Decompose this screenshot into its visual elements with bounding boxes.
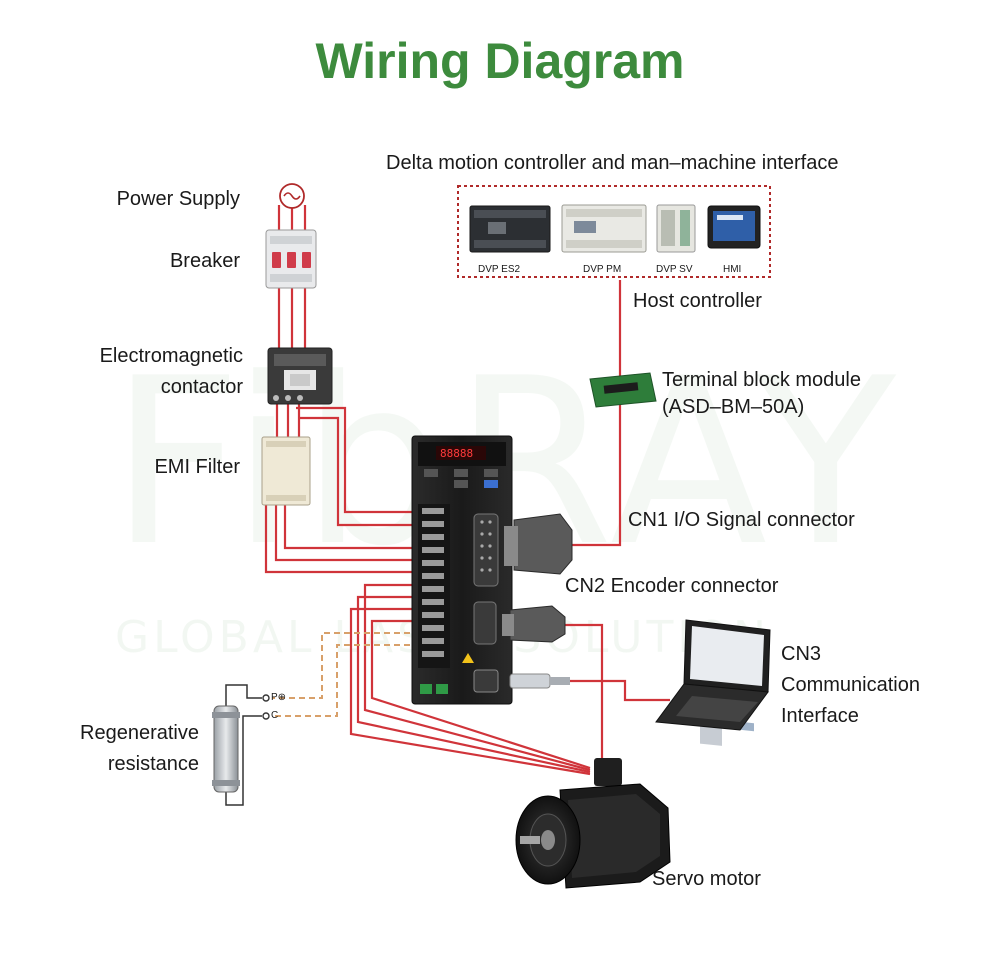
regen-resistor-icon — [212, 694, 270, 793]
label-terminal-line1: Terminal block module — [662, 369, 861, 391]
dvp-es2-icon — [469, 205, 551, 253]
label-terminal-p: P⊕ — [271, 692, 287, 703]
servo-drive-icon: 88888 — [411, 435, 513, 705]
label-regen-line1: Regenerative — [80, 722, 199, 744]
label-host-controller: Host controller — [633, 290, 762, 312]
label-terminal-line2: (ASD–BM–50A) — [662, 396, 805, 418]
dvp-sv-icon — [656, 204, 696, 253]
label-regen-line2: resistance — [107, 753, 199, 775]
label-terminal-c: C — [271, 710, 279, 721]
label-contactor-line1: Electromagnetic — [99, 345, 243, 367]
servo-motor-icon — [515, 758, 671, 889]
label-device-dvp-sv: DVP SV — [656, 264, 693, 275]
ac-source-icon — [279, 183, 305, 209]
terminal-block-icon — [589, 372, 657, 408]
cn3-usb-plug-icon — [509, 673, 570, 689]
cn1-plug-icon — [504, 513, 573, 575]
label-cn3-line2: Communication — [781, 674, 920, 696]
label-device-hmi: HMI — [723, 264, 742, 275]
svg-text:88888: 88888 — [440, 447, 473, 460]
contactor-icon — [267, 347, 333, 405]
label-emi-filter: EMI Filter — [154, 456, 240, 478]
label-contactor-line2: contactor — [160, 376, 243, 398]
emi-filter-icon — [261, 436, 311, 506]
label-breaker: Breaker — [169, 250, 240, 272]
label-device-dvp-pm: DVP PM — [583, 264, 622, 275]
cn2-plug-icon — [502, 605, 566, 643]
label-cn2: CN2 Encoder connector — [565, 575, 779, 597]
hmi-icon — [707, 205, 761, 249]
power-wires — [264, 205, 670, 776]
laptop-icon — [655, 619, 771, 746]
label-delta-header: Delta motion controller and man–machine … — [386, 152, 839, 174]
label-servo-motor: Servo motor — [652, 868, 761, 890]
label-cn3-line1: CN3 — [781, 643, 822, 665]
breaker-icon — [265, 229, 317, 289]
label-power-supply: Power Supply — [116, 188, 240, 210]
label-cn1: CN1 I/O Signal connector — [628, 509, 855, 531]
regen-resistor-wires — [225, 684, 262, 806]
label-device-dvp-es2: DVP ES2 — [478, 264, 521, 275]
regen-dashed-wires — [272, 632, 420, 717]
dvp-pm-icon — [561, 204, 647, 253]
host-controller-frame — [457, 185, 771, 278]
label-cn3-line3: Interface — [781, 705, 859, 727]
page-title: Wiring Diagram — [315, 33, 685, 89]
